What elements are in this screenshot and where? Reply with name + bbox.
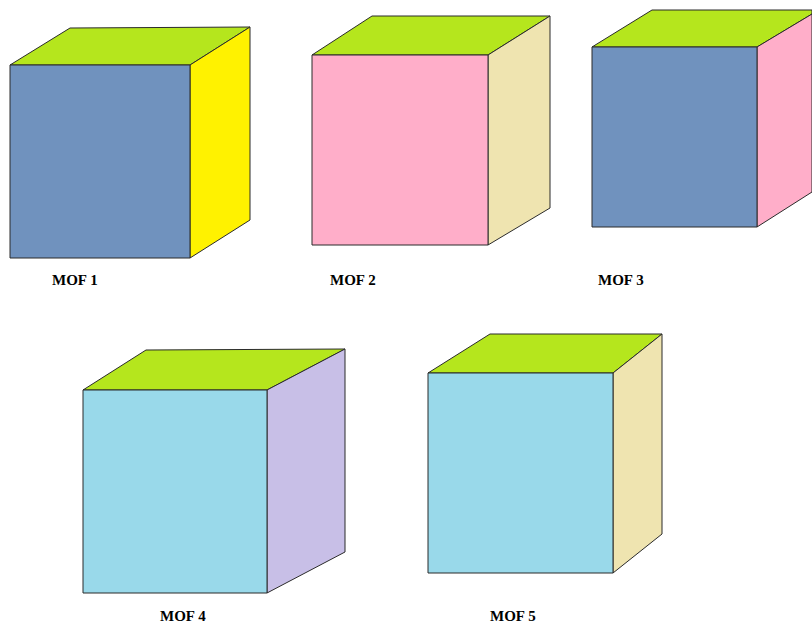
cube-1 [10, 27, 250, 258]
cube-side [613, 334, 662, 573]
cube-label: MOF 3 [598, 271, 644, 289]
cube-label: MOF 5 [490, 607, 536, 625]
cube-side [757, 14, 812, 227]
cube-4 [83, 349, 345, 593]
cube-side [190, 27, 250, 258]
cube-front [312, 55, 488, 245]
cube-front [10, 65, 190, 258]
cube-label: MOF 2 [330, 271, 376, 289]
cube-front [83, 390, 267, 593]
cube-front [428, 373, 613, 573]
cube-5 [428, 334, 662, 573]
cube-2 [312, 16, 550, 245]
cube-side [267, 349, 345, 593]
cube-front [592, 47, 757, 227]
cube-side [488, 16, 550, 245]
cube-3 [592, 10, 812, 227]
cube-label: MOF 1 [52, 271, 98, 289]
cube-label: MOF 4 [160, 607, 206, 625]
